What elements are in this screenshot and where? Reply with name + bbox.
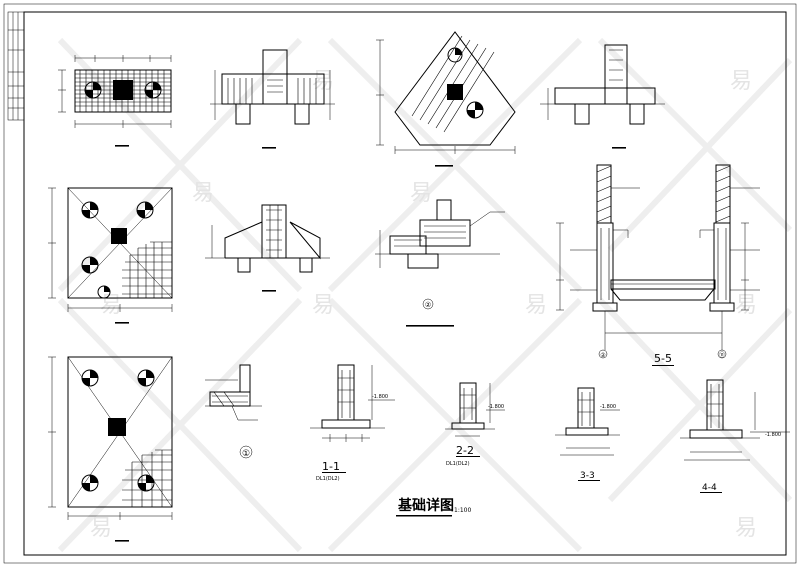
watermark-text: 易	[735, 293, 757, 318]
axis-marker-b: ⑪	[719, 351, 725, 359]
elevation-label-4: -1.800	[765, 432, 781, 438]
watermark-text: 易	[90, 516, 112, 541]
section-1-1: -1.800 1-1 DL1(DL2)	[310, 364, 395, 482]
beam-section-detail-2: ②	[375, 199, 505, 327]
section-2-2: -1.800 2-2 DL1(DL2)	[445, 382, 505, 467]
watermark-layer: 易 易 易 易 易 易 易 易 易 易	[57, 37, 793, 553]
footing-elevation-3	[205, 204, 330, 292]
section-5-5: ② ⑪ 5-5	[556, 164, 760, 366]
drawing-frame	[3, 3, 797, 564]
footing-elevation-2	[540, 44, 665, 149]
watermark-text: 易	[410, 181, 432, 206]
elevation-label-2: -1.800	[488, 404, 504, 410]
watermark-text: 易	[730, 69, 752, 94]
watermark-text: 易	[312, 69, 334, 94]
drawing-title: 基础详图	[398, 497, 454, 514]
elevation-label-3: -1.800	[600, 404, 616, 410]
axis-marker-a: ②	[600, 352, 606, 359]
section-label-1-1: 1-1	[322, 460, 340, 473]
section-label-3-3: 3-3	[580, 471, 595, 481]
watermark-text: 易	[525, 293, 547, 318]
detail-1: ①	[205, 364, 262, 459]
section-label-5-5: 5-5	[654, 352, 672, 365]
watermark-text: 易	[735, 516, 757, 541]
watermark-text: 易	[100, 293, 122, 318]
watermark-text: 易	[312, 293, 334, 318]
elevation-label-1: -1.800	[372, 394, 388, 400]
detail-marker-2: ②	[425, 301, 431, 309]
pile-cap-plan-triangular	[376, 31, 516, 167]
footing-elevation-1	[210, 49, 335, 149]
watermark-text: 易	[192, 181, 214, 206]
section-label-2-2: 2-2	[456, 444, 474, 457]
pile-cap-plan-3	[48, 356, 173, 542]
beam-label-2: DL1(DL2)	[446, 461, 470, 467]
beam-label-1: DL1(DL2)	[316, 476, 340, 482]
pile-cap-plan-2	[48, 187, 173, 324]
section-label-4-4: 4-4	[702, 483, 717, 493]
drawing-title-block: 基础详图 1:100	[396, 497, 471, 517]
section-3-3: -1.800 3-3	[555, 387, 620, 481]
section-4-4: -1.800 4-4	[680, 379, 790, 493]
footing-plan-1	[58, 55, 172, 147]
drawing-scale: 1:100	[454, 507, 471, 514]
detail-marker-1: ①	[242, 449, 250, 459]
